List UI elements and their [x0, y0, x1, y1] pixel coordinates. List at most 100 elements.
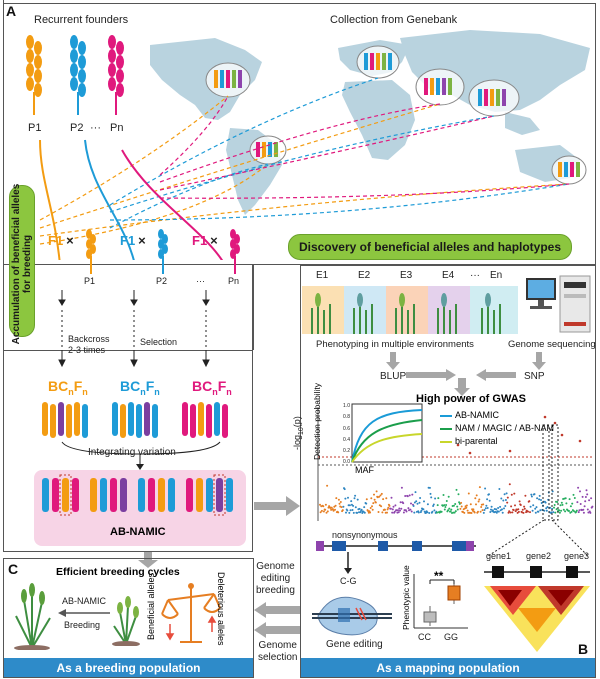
- manhattan-point: [404, 495, 407, 497]
- manhattan-point: [354, 494, 357, 497]
- manhattan-point: [544, 501, 547, 504]
- manhattan-point: [460, 501, 463, 504]
- manhattan-point: [490, 505, 493, 508]
- spike-p2-small-icon: [158, 229, 168, 274]
- manhattan-point: [540, 499, 542, 501]
- legend-swatch-1: [440, 414, 452, 417]
- left-frame-right: [253, 265, 254, 350]
- manhattan-point: [428, 512, 431, 514]
- manhattan-point: [558, 509, 561, 512]
- inset-xlabel: MAF: [355, 465, 374, 475]
- manhattan-point: [586, 493, 589, 496]
- manhattan-point: [414, 491, 417, 494]
- integrating-label: Integrating variation: [88, 447, 176, 458]
- legend-text-1: AB-NAMIC: [455, 410, 500, 420]
- breeding-population-label: As a breeding population: [56, 660, 201, 675]
- gene1-label: gene1: [486, 551, 512, 561]
- manhattan-point: [514, 504, 516, 507]
- manhattan-point: [504, 499, 507, 501]
- manhattan-point: [573, 510, 576, 513]
- manhattan-point: [352, 511, 355, 514]
- manhattan-point: [506, 501, 509, 504]
- manhattan-point: [375, 490, 378, 493]
- manhattan-point: [352, 504, 355, 507]
- manhattan-point: [394, 504, 397, 507]
- manhattan-point: [335, 497, 338, 500]
- manhattan-point: [345, 511, 347, 514]
- manhattan-point: [570, 510, 573, 513]
- manhattan-point: [481, 509, 484, 512]
- manhattan-point: [326, 510, 329, 513]
- world-map: [39, 30, 590, 260]
- manhattan-point: [529, 505, 532, 508]
- manhattan-point: [410, 502, 412, 505]
- manhattan-point: [456, 505, 459, 508]
- manhattan-point: [369, 511, 372, 514]
- manhattan-point: [488, 499, 491, 502]
- label-p2: P2: [70, 122, 84, 134]
- manhattan-point: [454, 510, 457, 513]
- manhattan-point: [511, 511, 514, 514]
- nonsynonymous-label: nonsynonymous: [332, 530, 398, 540]
- label-p1: P1: [28, 122, 42, 134]
- manhattan-point: [536, 497, 539, 500]
- manhattan-point: [510, 493, 513, 496]
- manhattan-point: [502, 499, 505, 502]
- label-cc: CC: [418, 632, 431, 642]
- manhattan-point: [380, 505, 383, 508]
- sequencing-label: Genome sequencing: [508, 339, 596, 350]
- manhattan-point: [457, 493, 460, 496]
- manhattan-point: [555, 508, 558, 511]
- manhattan-point: [508, 483, 511, 486]
- manhattan-point: [437, 497, 440, 500]
- manhattan-point: [564, 497, 567, 500]
- manhattan-point: [568, 510, 570, 512]
- manhattan-point: [413, 511, 416, 514]
- cross-sign-2: ×: [138, 233, 146, 248]
- manhattan-point: [576, 501, 579, 504]
- discovery-pill: Discovery of beneficial alleles and hapl…: [288, 234, 572, 260]
- manhattan-point: [497, 510, 500, 513]
- manhattan-peak: [553, 421, 557, 425]
- manhattan-point: [348, 511, 351, 514]
- breeding-cycles-title: Efficient breeding cycles: [56, 566, 180, 578]
- manhattan-point: [411, 493, 414, 496]
- manhattan-point: [433, 509, 436, 512]
- founders-title: Recurrent founders: [34, 14, 129, 26]
- manhattan-point: [422, 508, 425, 511]
- label-pn: Pn: [110, 122, 124, 134]
- manhattan-point: [549, 506, 552, 509]
- manhattan-point: [330, 506, 333, 509]
- manhattan-point: [475, 503, 477, 506]
- manhattan-point: [326, 484, 329, 487]
- sig-stars: **: [434, 569, 444, 583]
- manhattan-point: [583, 505, 586, 508]
- discovery-text: Discovery of beneficial alleles and hapl…: [298, 240, 562, 254]
- manhattan-point: [564, 510, 567, 513]
- manhattan-point: [535, 506, 538, 509]
- n-sub-3: n: [212, 386, 218, 397]
- manhattan-point: [477, 510, 479, 513]
- tick-1: 1.0: [343, 403, 350, 409]
- manhattan-point: [477, 500, 480, 503]
- manhattan-point: [534, 511, 537, 514]
- manhattan-point: [530, 493, 533, 496]
- manhattan-point: [452, 504, 455, 507]
- manhattan-point: [443, 504, 446, 507]
- manhattan-point: [369, 507, 372, 509]
- manhattan-point: [455, 488, 458, 491]
- manhattan-point: [561, 503, 564, 506]
- manhattan-point: [347, 496, 349, 499]
- manhattan-point: [426, 503, 429, 506]
- manhattan-point: [509, 511, 512, 514]
- manhattan-point: [577, 486, 580, 489]
- env-dots: ···: [470, 270, 480, 281]
- legend: AB-NAMIC NAM / MAGIC / AB-NAM bi-parenta…: [440, 409, 554, 448]
- manhattan-point: [365, 498, 368, 501]
- manhattan-point: [398, 507, 401, 510]
- manhattan-point: [581, 495, 584, 498]
- manhattan-point: [459, 507, 462, 510]
- legend-item-biparental: bi-parental: [440, 435, 554, 448]
- manhattan-point: [449, 510, 452, 513]
- manhattan-point: [413, 501, 416, 504]
